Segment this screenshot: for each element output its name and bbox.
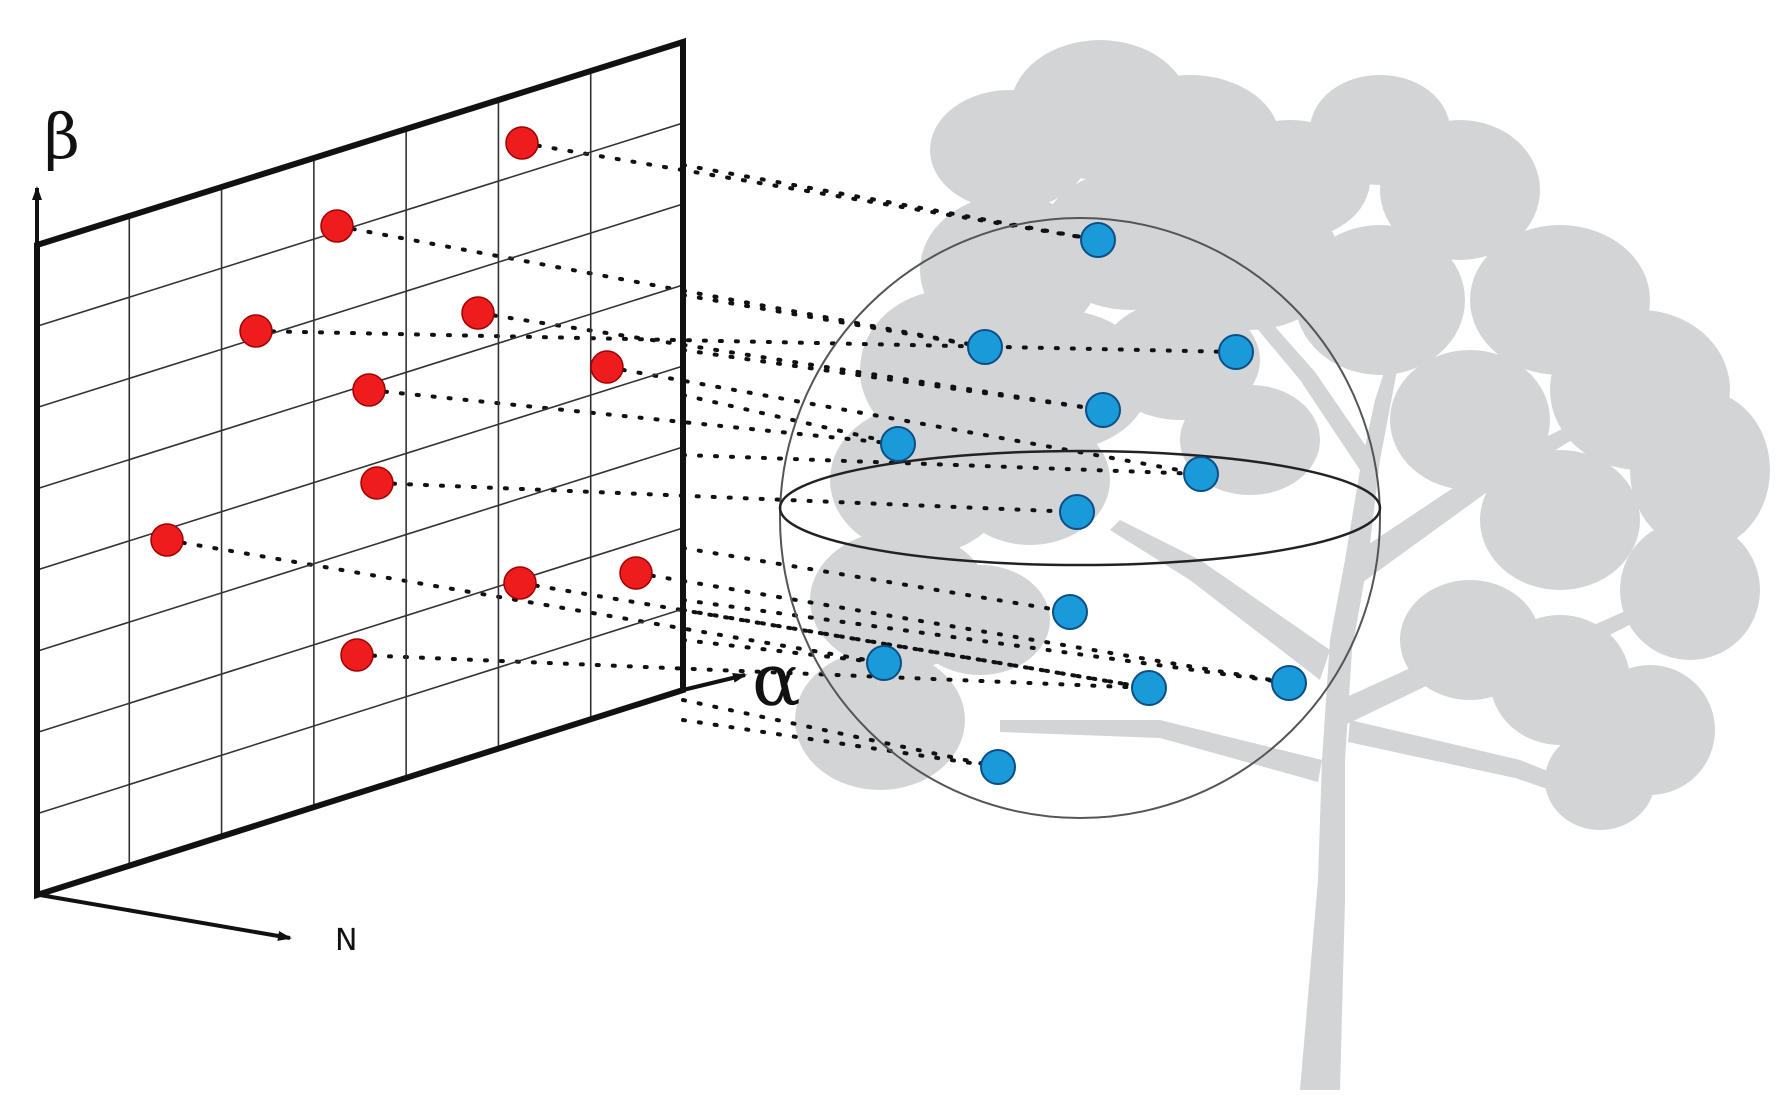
sphere-outline <box>779 217 1381 819</box>
projection-line <box>681 393 900 446</box>
grid-line-horizontal <box>36 122 684 328</box>
grid-line-horizontal <box>36 203 684 409</box>
projection-line <box>681 163 1100 242</box>
red-point <box>619 556 653 590</box>
projection-line <box>681 598 1291 685</box>
red-point <box>505 126 539 160</box>
red-point <box>239 314 273 348</box>
grid-line-horizontal <box>36 365 684 571</box>
grid-line-horizontal <box>36 608 684 815</box>
n-axis-label: N <box>335 923 357 958</box>
projection-panel <box>34 37 686 900</box>
projection-line <box>367 388 900 446</box>
projection-line <box>681 718 1000 769</box>
projection-lines <box>165 141 1291 769</box>
red-point <box>340 638 374 672</box>
projection-line <box>520 141 1100 242</box>
projection-line <box>254 329 1238 354</box>
alpha-axis-label: α <box>752 638 801 722</box>
alpha-axis-arrow <box>682 672 747 692</box>
projection-line <box>375 481 1079 514</box>
projection-line <box>634 571 1291 685</box>
blue-point <box>967 329 1003 365</box>
sphere-equator <box>778 449 1382 567</box>
red-point <box>360 466 394 500</box>
grid-line-horizontal <box>36 446 684 653</box>
beta-axis-label: β <box>44 100 80 173</box>
sphere <box>778 217 1382 819</box>
grid-line-horizontal <box>36 527 684 734</box>
red-point <box>352 373 386 407</box>
blue-point <box>1271 665 1307 701</box>
blue-point <box>1059 494 1095 530</box>
projection-line <box>681 638 886 665</box>
blue-point <box>1080 222 1116 258</box>
projection-line <box>681 348 1105 412</box>
red-point <box>503 566 537 600</box>
projection-line <box>681 293 987 349</box>
projection-line <box>681 453 1203 476</box>
axes <box>32 186 747 941</box>
blue-point <box>866 645 902 681</box>
blue-point <box>880 426 916 462</box>
n-axis-arrow <box>39 893 292 941</box>
blue-point <box>1183 456 1219 492</box>
red-point <box>150 523 184 557</box>
tree-silhouette-icon <box>795 40 1770 1090</box>
blue-point <box>1085 392 1121 428</box>
projection-line <box>681 608 1151 690</box>
projection-line <box>165 538 886 665</box>
blue-point <box>1131 670 1167 706</box>
projection-line <box>681 546 1072 614</box>
sphere-points <box>866 222 1307 785</box>
blue-point <box>1218 334 1254 370</box>
red-point <box>590 350 624 384</box>
blue-point <box>980 749 1016 785</box>
blue-point <box>1052 594 1088 630</box>
red-point <box>461 296 495 330</box>
projection-line <box>681 698 1000 769</box>
panel-points <box>150 126 653 672</box>
red-point <box>320 209 354 243</box>
